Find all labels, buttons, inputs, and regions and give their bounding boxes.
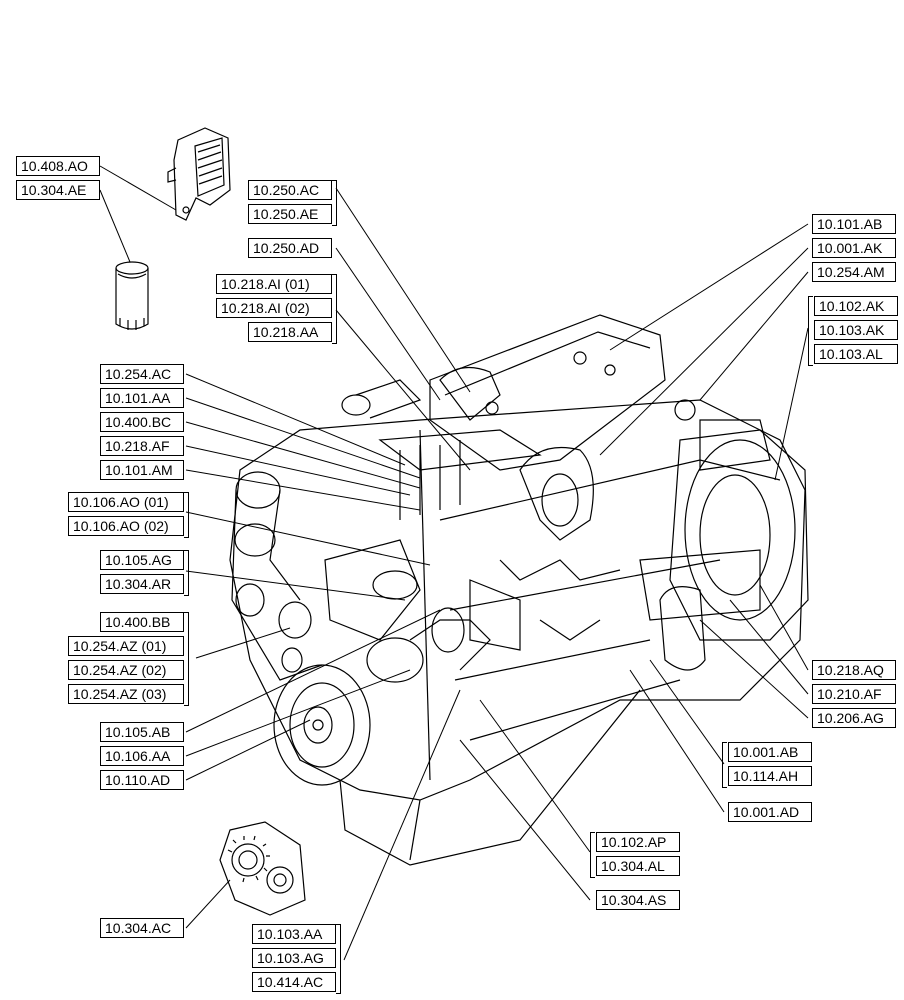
oil-filter-cartridge-part — [115, 261, 149, 330]
callout-10-414-ac[interactable]: 10.414.AC — [252, 972, 336, 992]
callout-10-105-ab[interactable]: 10.105.AB — [100, 722, 184, 742]
callout-10-101-am[interactable]: 10.101.AM — [100, 460, 184, 480]
callout-10-001-ak[interactable]: 10.001.AK — [812, 238, 896, 258]
oil-pump-part — [219, 821, 306, 916]
callout-10-400-bc[interactable]: 10.400.BC — [100, 412, 184, 432]
leader-lines — [99, 165, 809, 961]
callout-10-254-az-02[interactable]: 10.254.AZ (02) — [68, 660, 184, 680]
callout-10-254-am[interactable]: 10.254.AM — [812, 262, 896, 282]
callout-10-103-aa[interactable]: 10.103.AA — [252, 924, 336, 944]
callout-10-106-aa[interactable]: 10.106.AA — [100, 746, 184, 766]
callout-10-250-ad[interactable]: 10.250.AD — [248, 238, 332, 258]
bracket-254az — [184, 612, 189, 706]
callout-10-408-ao[interactable]: 10.408.AO — [16, 156, 100, 176]
callout-10-218-af[interactable]: 10.218.AF — [100, 436, 184, 456]
callout-10-254-az-03[interactable]: 10.254.AZ (03) — [68, 684, 184, 704]
callout-10-110-ad[interactable]: 10.110.AD — [100, 770, 184, 790]
callout-10-254-ac[interactable]: 10.254.AC — [100, 364, 184, 384]
oil-filter-head-part — [167, 127, 231, 221]
callout-10-250-ac[interactable]: 10.250.AC — [248, 180, 332, 200]
bracket-001ab — [722, 742, 727, 788]
callout-10-103-ag[interactable]: 10.103.AG — [252, 948, 336, 968]
callout-10-103-ak[interactable]: 10.103.AK — [814, 320, 898, 340]
callout-10-210-af[interactable]: 10.210.AF — [812, 684, 896, 704]
callout-10-103-al[interactable]: 10.103.AL — [814, 344, 898, 364]
bracket-218 — [332, 274, 337, 344]
callout-10-001-ad[interactable]: 10.001.AD — [728, 802, 812, 822]
bracket-250 — [332, 180, 337, 226]
callout-10-106-ao-01[interactable]: 10.106.AO (01) — [68, 492, 184, 512]
bracket-102ap — [590, 832, 595, 878]
callout-10-101-ab[interactable]: 10.101.AB — [812, 214, 896, 234]
callout-10-102-ak[interactable]: 10.102.AK — [814, 296, 898, 316]
callout-10-101-aa[interactable]: 10.101.AA — [100, 388, 184, 408]
callout-10-304-ar[interactable]: 10.304.AR — [100, 574, 184, 594]
callout-10-218-aa[interactable]: 10.218.AA — [248, 322, 332, 342]
callout-10-254-az-01[interactable]: 10.254.AZ (01) — [68, 636, 184, 656]
bracket-105ag — [184, 550, 189, 596]
callout-10-250-ae[interactable]: 10.250.AE — [248, 204, 332, 224]
callout-10-218-ai-02[interactable]: 10.218.AI (02) — [216, 298, 332, 318]
callout-10-114-ah[interactable]: 10.114.AH — [728, 766, 812, 786]
callout-10-001-ab[interactable]: 10.001.AB — [728, 742, 812, 762]
callout-10-304-al[interactable]: 10.304.AL — [596, 856, 680, 876]
callout-10-206-ag[interactable]: 10.206.AG — [812, 708, 896, 728]
callout-10-304-ae[interactable]: 10.304.AE — [16, 180, 100, 200]
callout-10-106-ao-02[interactable]: 10.106.AO (02) — [68, 516, 184, 536]
bracket-102ak — [808, 296, 813, 366]
callout-10-400-bb[interactable]: 10.400.BB — [100, 612, 184, 632]
callout-10-102-ap[interactable]: 10.102.AP — [596, 832, 680, 852]
callout-10-304-ac[interactable]: 10.304.AC — [100, 918, 184, 938]
callout-10-218-aq[interactable]: 10.218.AQ — [812, 660, 896, 680]
callout-10-218-ai-01[interactable]: 10.218.AI (01) — [216, 274, 332, 294]
callout-10-304-as[interactable]: 10.304.AS — [596, 890, 680, 910]
engine-assembly-part — [229, 314, 809, 866]
callout-10-105-ag[interactable]: 10.105.AG — [100, 550, 184, 570]
bracket-106ao — [184, 492, 189, 538]
bracket-103 — [336, 924, 341, 994]
